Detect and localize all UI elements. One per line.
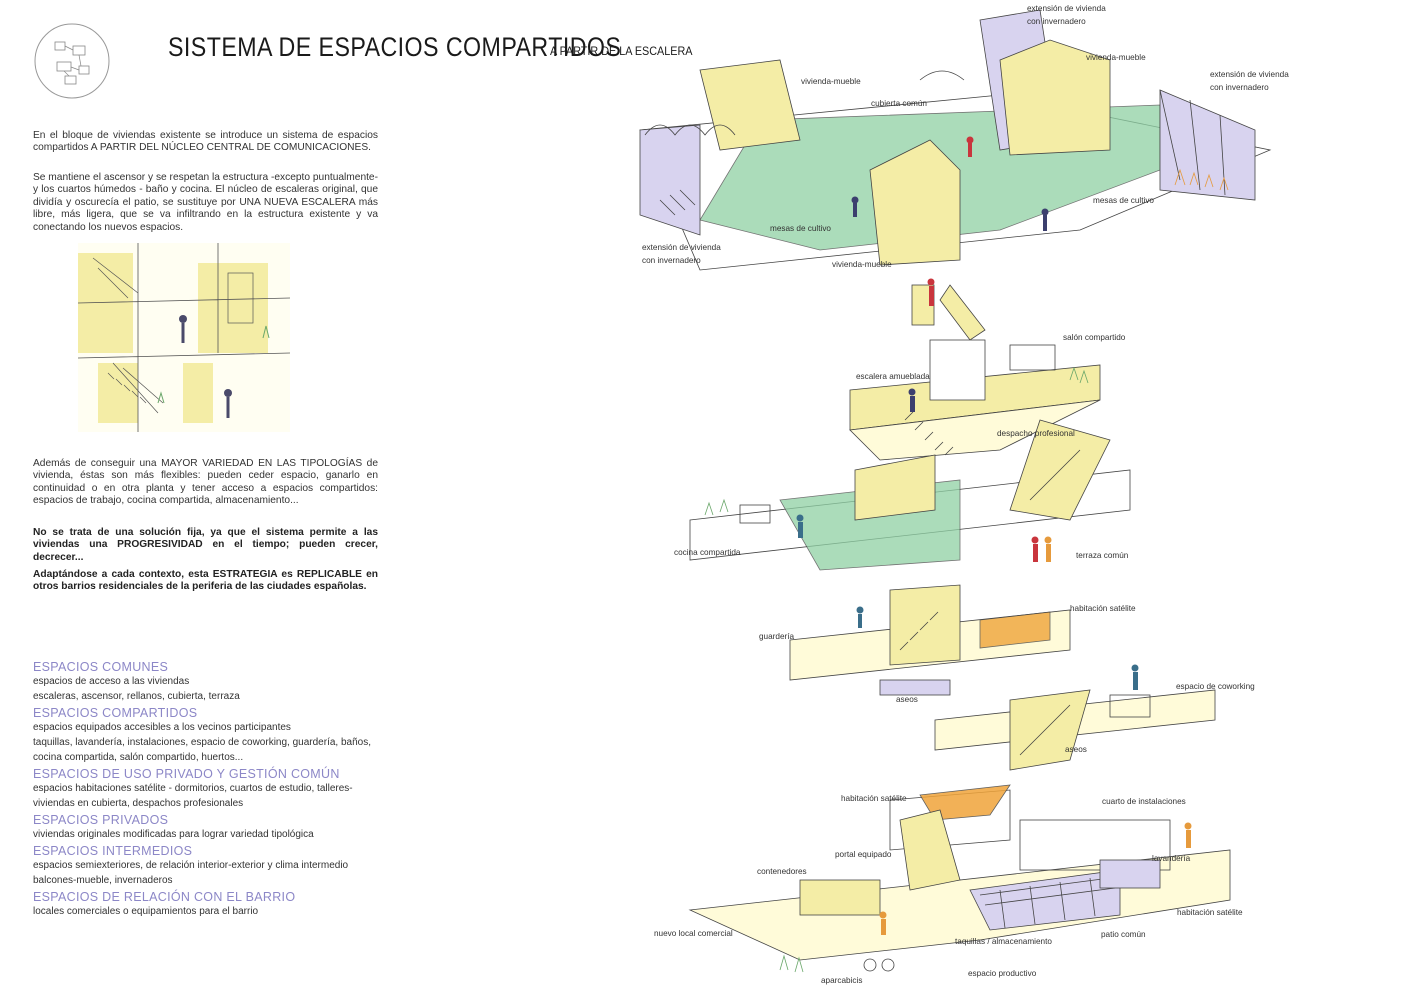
- stair-paragraph: Se mantiene el ascensor y se respetan la…: [33, 172, 378, 233]
- axonometric-drawing: extensión de vivienda con invernadero vi…: [639, 4, 1289, 985]
- legend-uso-privado: ESPACIOS DE USO PRIVADO Y GESTIÓN COMÚN …: [33, 767, 393, 811]
- level-guarderia: [789, 584, 1071, 696]
- label-habitacion-satelite-1: habitación satélite: [1070, 604, 1136, 613]
- drawing-labels: extensión de vivienda con invernadero vi…: [642, 4, 1289, 985]
- label-cocina-compartida: cocina compartida: [674, 548, 741, 557]
- legend-heading: ESPACIOS COMUNES: [33, 660, 169, 674]
- label-ext-vivienda-1: extensión de vivienda: [1027, 4, 1106, 13]
- label-despacho-profesional: despacho profesional: [997, 429, 1075, 438]
- legend-line: viviendas originales modificadas para lo…: [33, 829, 314, 840]
- legend: ESPACIOS COMUNES espacios de acceso a la…: [33, 658, 393, 919]
- label-aseos-2: aseos: [1065, 745, 1087, 754]
- level-salon: [849, 339, 1101, 461]
- label-aparcabicis: aparcabicis: [821, 976, 862, 985]
- level-despacho: [689, 419, 1131, 571]
- legend-comunes: ESPACIOS COMUNES espacios de acceso a la…: [33, 660, 393, 704]
- replicable-paragraph: Adaptándose a cada contexto, esta ESTRAT…: [33, 569, 378, 593]
- label-contenedores: contenedores: [757, 867, 807, 876]
- legend-line: taquillas, lavandería, instalaciones, es…: [33, 737, 371, 763]
- label-vivienda-mueble-3: vivienda-mueble: [832, 260, 892, 269]
- label-habitacion-satelite-2: habitación satélite: [841, 794, 907, 803]
- title-main: SISTEMA DE ESPACIOS COMPARTIDOS: [168, 32, 622, 62]
- label-vivienda-mueble-2: vivienda-mueble: [1086, 53, 1146, 62]
- legend-heading: ESPACIOS DE RELACIÓN CON EL BARRIO: [33, 890, 296, 904]
- label-ext-vivienda-3b: con invernadero: [642, 256, 701, 265]
- legend-heading: ESPACIOS COMPARTIDOS: [33, 706, 198, 720]
- intro-paragraph: En el bloque de viviendas existente se i…: [33, 130, 378, 154]
- stair-connector: [911, 278, 986, 341]
- label-habitacion-satelite-3: habitación satélite: [1177, 908, 1243, 917]
- label-mesas-cultivo-2: mesas de cultivo: [770, 224, 831, 233]
- interior-stair-sketch: [78, 243, 290, 432]
- label-taquillas: taquillas / almacenamiento: [955, 937, 1052, 946]
- label-salon-compartido: salón compartido: [1063, 333, 1126, 342]
- label-nuevo-local-comercial: nuevo local comercial: [654, 929, 733, 938]
- label-escalera-amueblada: escalera amueblada: [856, 372, 930, 381]
- label-espacio-productivo: espacio productivo: [968, 969, 1037, 978]
- label-espacio-coworking: espacio de coworking: [1176, 682, 1255, 691]
- legend-heading: ESPACIOS INTERMEDIOS: [33, 844, 193, 858]
- label-vivienda-mueble-1: vivienda-mueble: [801, 77, 861, 86]
- legend-heading: ESPACIOS DE USO PRIVADO Y GESTIÓN COMÚN: [33, 767, 340, 781]
- legend-intermedios: ESPACIOS INTERMEDIOS espacios semiexteri…: [33, 844, 393, 888]
- page-title: SISTEMA DE ESPACIOS COMPARTIDOS A PARTIR…: [168, 32, 695, 63]
- roof-level: [639, 9, 1272, 271]
- legend-compartidos: ESPACIOS COMPARTIDOS espacios equipados …: [33, 706, 393, 765]
- label-cuarto-instalaciones: cuarto de instalaciones: [1102, 797, 1186, 806]
- label-mesas-cultivo-1: mesas de cultivo: [1093, 196, 1154, 205]
- typologies-paragraph: Además de conseguir una MAYOR VARIEDAD E…: [33, 458, 378, 507]
- legend-line: espacios equipados accesibles a los veci…: [33, 722, 291, 733]
- label-ext-vivienda-2: extensión de vivienda: [1210, 70, 1289, 79]
- label-portal-equipado: portal equipado: [835, 850, 892, 859]
- legend-barrio: ESPACIOS DE RELACIÓN CON EL BARRIO local…: [33, 890, 393, 919]
- title-sub: A PARTIR DE LA ESCALERA: [550, 44, 693, 58]
- label-ext-vivienda-3: extensión de vivienda: [642, 243, 721, 252]
- label-patio-comun: patio común: [1101, 930, 1146, 939]
- label-guarderia: guardería: [759, 632, 794, 641]
- label-lavanderia: lavandería: [1152, 854, 1191, 863]
- level-ground: [688, 784, 1231, 973]
- level-coworking: [934, 664, 1216, 771]
- legend-line: espacios de acceso a las viviendas: [33, 676, 190, 687]
- label-ext-vivienda-2b: con invernadero: [1210, 83, 1269, 92]
- legend-line: escaleras, ascensor, rellanos, cubierta,…: [33, 691, 240, 702]
- label-aseos-1: aseos: [896, 695, 918, 704]
- label-ext-vivienda-1b: con invernadero: [1027, 17, 1086, 26]
- label-terraza-comun: terraza común: [1076, 551, 1129, 560]
- legend-privados: ESPACIOS PRIVADOS viviendas originales m…: [33, 813, 393, 842]
- logo-circle-icon: [34, 23, 110, 99]
- legend-line: espacios habitaciones satélite - dormito…: [33, 783, 353, 809]
- legend-heading: ESPACIOS PRIVADOS: [33, 813, 169, 827]
- label-cubierta-comun: cubierta común: [871, 99, 927, 108]
- legend-line: locales comerciales o equipamientos para…: [33, 906, 259, 917]
- legend-line: espacios semiexteriores, de relación int…: [33, 860, 349, 871]
- progressivity-paragraph: No se trata de una solución fija, ya que…: [33, 527, 378, 563]
- legend-line: balcones-mueble, invernaderos: [33, 875, 173, 886]
